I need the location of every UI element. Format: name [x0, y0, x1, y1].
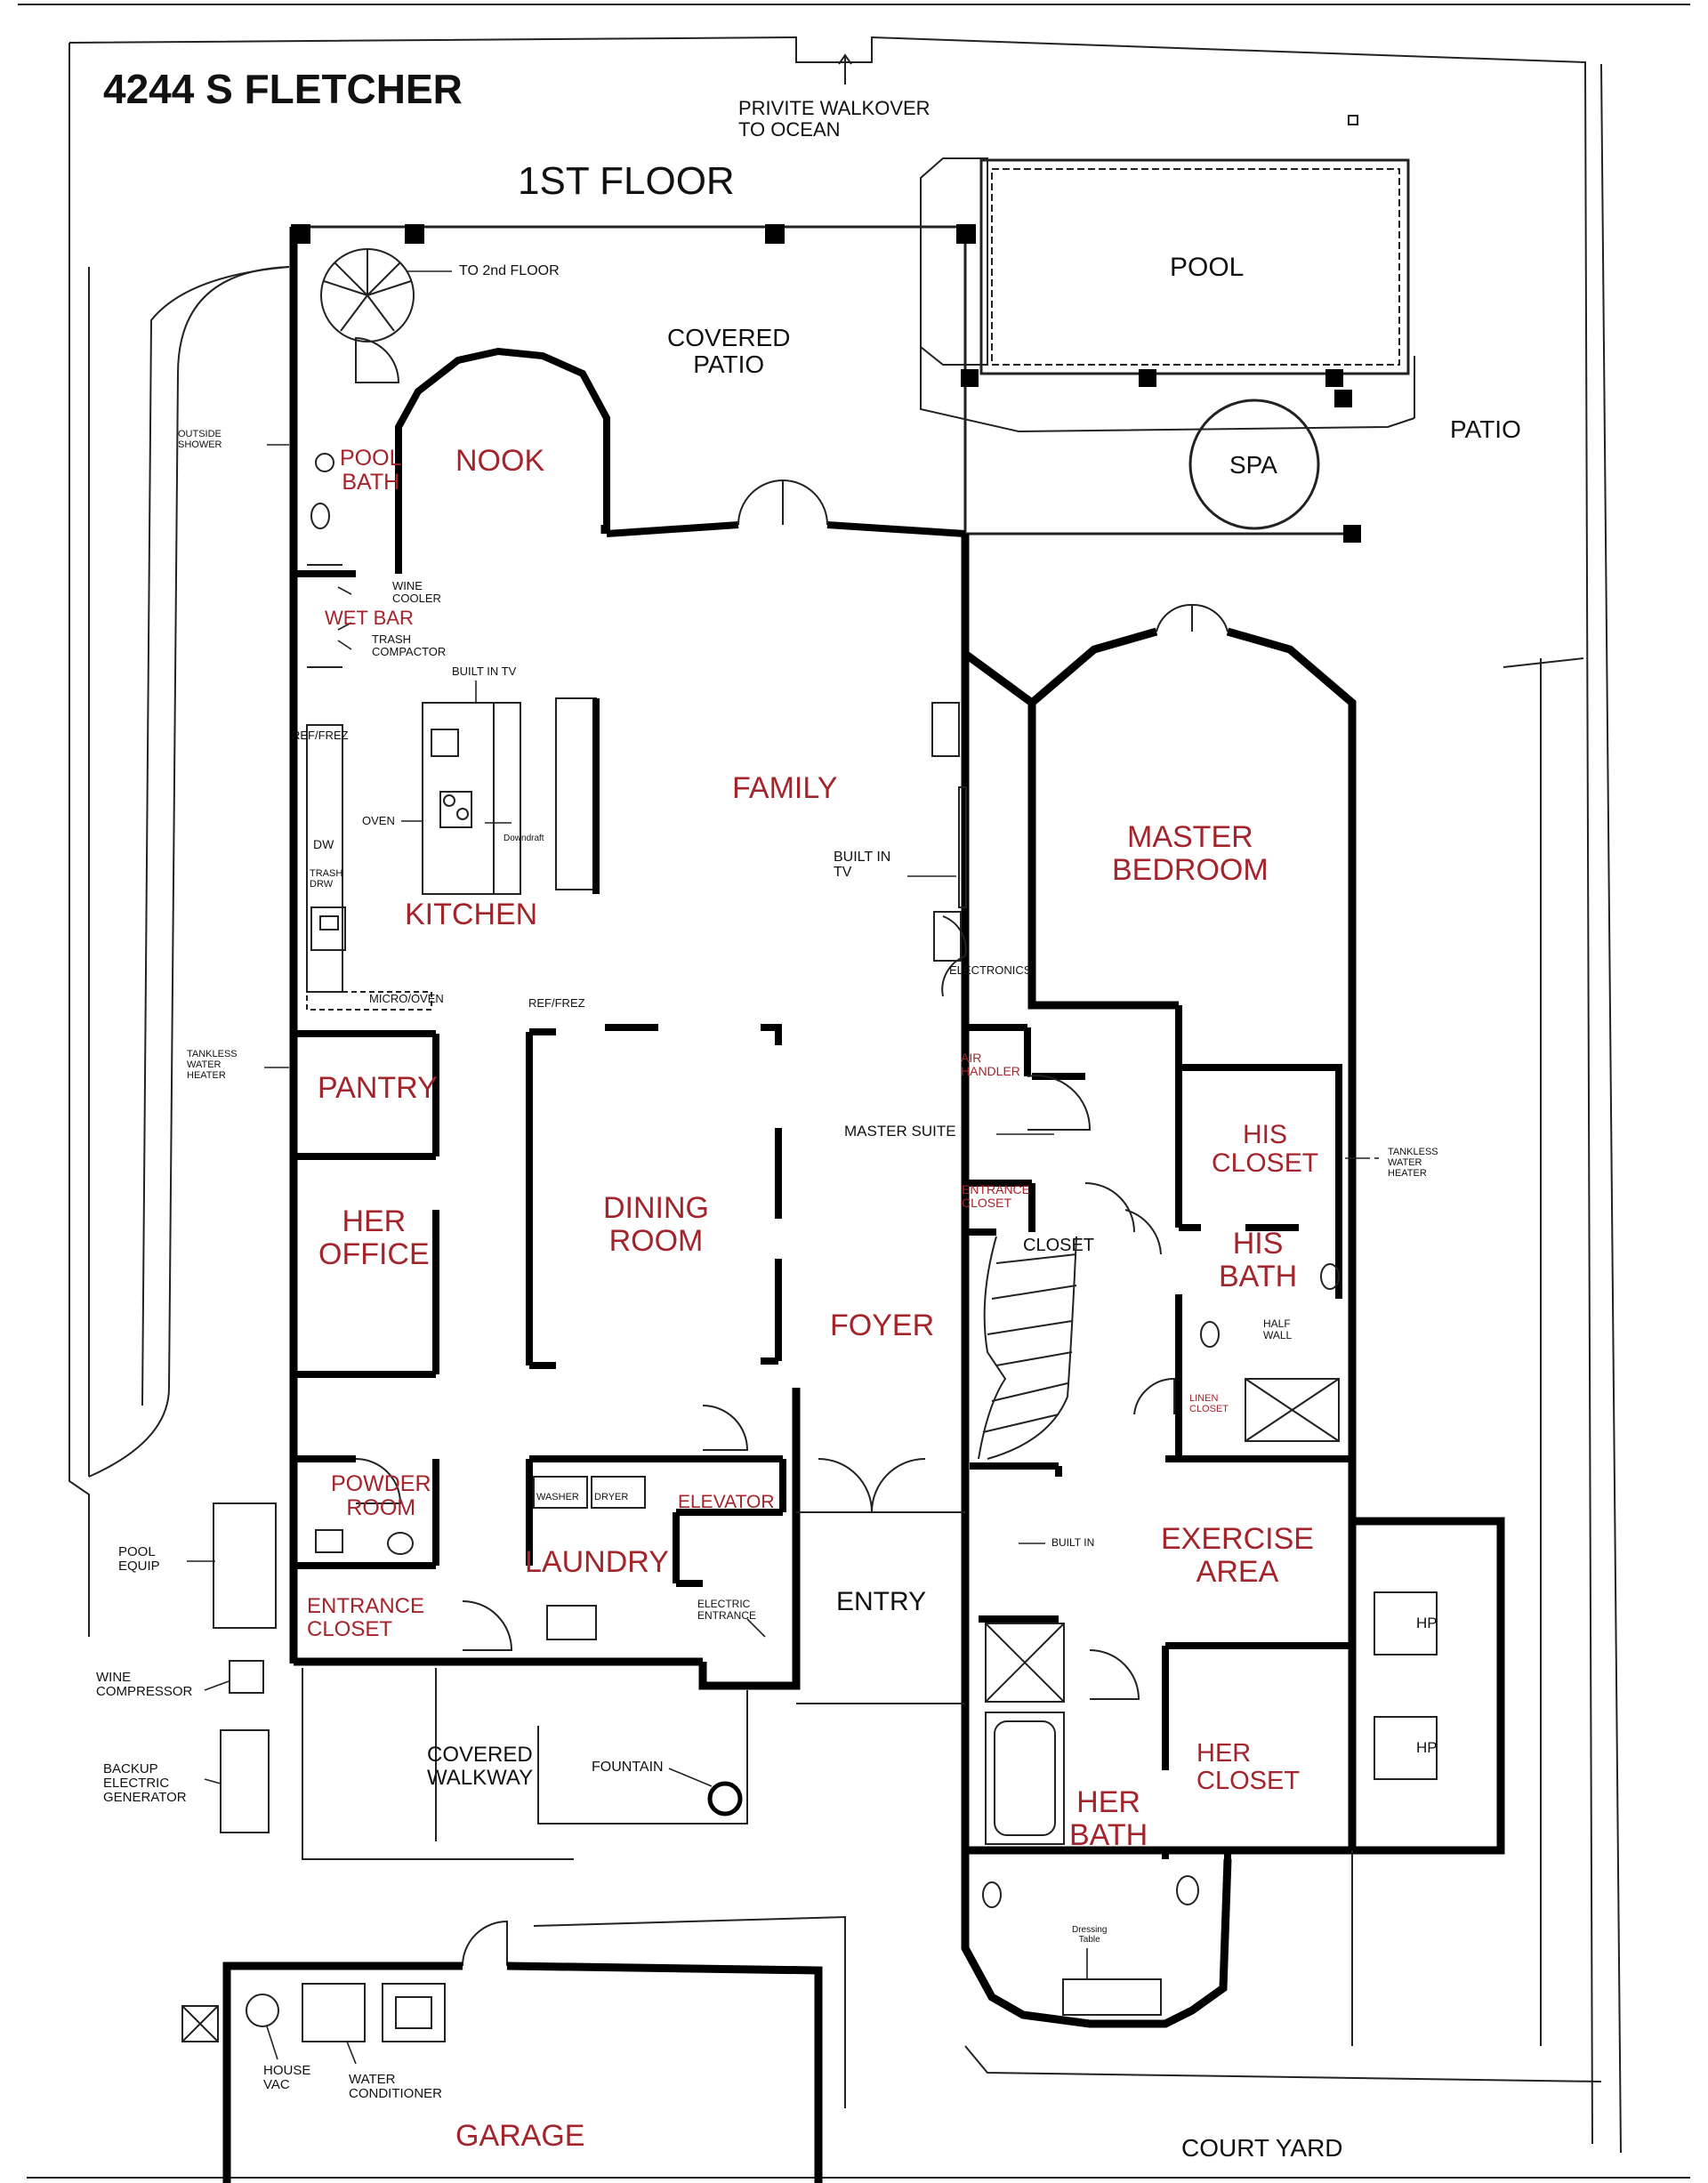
garage-walls	[222, 1961, 823, 2183]
room-air-handler: AIR HANDLER	[961, 1051, 1020, 1079]
note-linen-closet: LINEN CLOSET	[1189, 1393, 1229, 1414]
note-oven: OVEN	[362, 814, 395, 827]
address-title: 4244 S FLETCHER	[103, 66, 463, 112]
note-half-wall: HALF WALL	[1263, 1317, 1293, 1341]
interior-walls	[294, 534, 1352, 1859]
note-trash-drw: TRASH DRW	[310, 868, 343, 890]
note-backup-generator: BACKUP ELECTRIC GENERATOR	[103, 1761, 187, 1806]
note-pool-equip: POOL EQUIP	[118, 1544, 160, 1575]
room-patio: PATIO	[1450, 415, 1521, 443]
room-pool: POOL	[1170, 253, 1245, 282]
room-master-bedroom: MASTER BEDROOM	[1112, 820, 1269, 887]
walkover-marker	[838, 53, 852, 85]
site-outlines	[302, 1511, 1602, 2108]
note-wine-cooler: WINE COOLER	[392, 579, 441, 606]
note-outside-shower: OUTSIDE SHOWER	[178, 429, 222, 450]
room-nook: NOOK	[455, 444, 545, 478]
pool-shape	[920, 157, 1415, 433]
room-entrance-closet: ENTRANCE CLOSET	[307, 1594, 425, 1641]
room-powder-room: POWDER ROOM	[331, 1471, 431, 1520]
note-built-in: BUILT IN	[1051, 1536, 1095, 1549]
room-garage: GARAGE	[455, 2119, 585, 2153]
room-her-bath: HER BATH	[1069, 1785, 1148, 1852]
door-swings	[355, 336, 1229, 1967]
nook-bay-walls	[395, 347, 966, 537]
exterior-walls	[289, 227, 1505, 2028]
note-trash-compactor: TRASH COMPACTOR	[372, 632, 447, 659]
note-dressing-table: Dressing Table	[1072, 1925, 1108, 1945]
room-kitchen: KITCHEN	[405, 898, 538, 931]
note-fountain: FOUNTAIN	[592, 1760, 664, 1775]
spa-shape	[1188, 399, 1320, 530]
room-family: FAMILY	[732, 771, 838, 805]
room-entry: ENTRY	[836, 1587, 927, 1616]
note-washer: WASHER	[536, 1492, 579, 1502]
family-fixtures	[931, 702, 967, 962]
note-tankless-right: TANKLESS WATER HEATER	[1388, 1147, 1438, 1179]
note-to-2nd-floor: TO 2nd FLOOR	[459, 263, 560, 278]
room-exercise-area: EXERCISE AREA	[1161, 1522, 1314, 1589]
room-entrance-closet-small: ENTRANCE CLOSET	[962, 1182, 1031, 1211]
room-foyer: FOYER	[830, 1309, 935, 1342]
room-elevator: ELEVATOR	[678, 1492, 775, 1512]
room-covered-patio: COVERED PATIO	[667, 324, 791, 379]
note-water-conditioner: WATER CONDITIONER	[349, 2072, 442, 2102]
leader-arrows	[187, 270, 1379, 2065]
note-micro-oven: MICRO/OVEN	[369, 992, 444, 1005]
note-hp-1: HP	[1416, 1615, 1438, 1631]
note-house-vac: HOUSE VAC	[263, 2063, 311, 2093]
note-wine-compressor: WINE COMPRESSOR	[96, 1670, 193, 1700]
room-spa: SPA	[1229, 451, 1277, 479]
room-wet-bar: WET BAR	[325, 607, 414, 629]
note-master-suite: MASTER SUITE	[844, 1123, 956, 1140]
property-boundary	[18, 4, 1690, 2179]
walkover-label: PRIVITE WALKOVER TO OCEAN	[738, 97, 931, 141]
floor-title: 1ST FLOOR	[518, 159, 735, 203]
room-covered-walkway: COVERED WALKWAY	[427, 1743, 534, 1790]
room-her-office: HER OFFICE	[318, 1204, 430, 1271]
note-electric-entrance: ELECTRIC ENTRANCE	[697, 1598, 757, 1622]
note-dryer: DRYER	[594, 1492, 629, 1502]
room-his-closet: HIS CLOSET	[1212, 1120, 1319, 1179]
note-downdraft: Downdraft	[504, 834, 544, 843]
column-posts	[291, 224, 1361, 543]
foyer-staircase	[978, 1236, 1077, 1460]
note-built-in-tv-top: BUILT IN TV	[452, 665, 517, 678]
note-built-in-tv-side: BUILT IN TV	[834, 850, 891, 881]
room-his-bath: HIS BATH	[1219, 1227, 1298, 1293]
utility-fixtures	[213, 1476, 743, 1833]
room-pantry: PANTRY	[318, 1071, 438, 1105]
marker-square	[1348, 115, 1358, 125]
garage-fixtures	[181, 1983, 446, 2042]
room-closet: CLOSET	[1023, 1236, 1095, 1255]
kitchen-fixtures	[306, 564, 600, 1011]
note-ref-frez-left: REF/FREZ	[292, 729, 349, 742]
note-dw: DW	[313, 837, 334, 851]
room-laundry: LAUNDRY	[525, 1545, 669, 1579]
room-her-closet: HER CLOSET	[1196, 1739, 1301, 1796]
room-pool-bath: POOL BATH	[340, 446, 402, 495]
room-dining-room: DINING ROOM	[603, 1191, 709, 1258]
note-tankless-left: TANKLESS WATER HEATER	[187, 1049, 238, 1081]
room-court-yard: COURT YARD	[1181, 2134, 1343, 2162]
note-ref-frez-right: REF/FREZ	[528, 996, 585, 1010]
note-electronics: ELECTRONICS	[949, 963, 1032, 977]
spiral-stair	[320, 248, 415, 342]
note-hp-2: HP	[1416, 1739, 1438, 1756]
bath-fixtures	[310, 453, 1438, 2016]
